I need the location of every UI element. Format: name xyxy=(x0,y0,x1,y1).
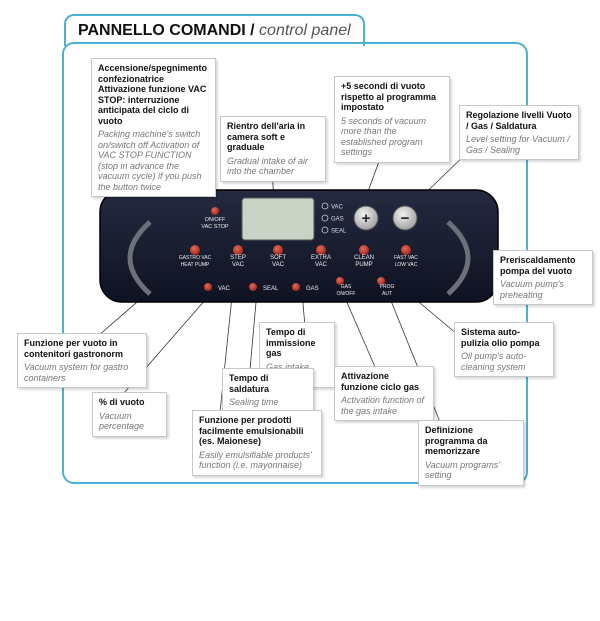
extra-vac-button[interactable]: EXTRA VAC xyxy=(311,245,331,268)
gas-button[interactable]: GAS xyxy=(292,283,319,292)
svg-text:VAC STOP: VAC STOP xyxy=(201,224,229,230)
svg-text:PUMP: PUMP xyxy=(355,262,372,268)
svg-text:GASTRO VAC: GASTRO VAC xyxy=(179,255,212,261)
callout-vacuum-percentage: % di vuoto Vacuum percentage xyxy=(92,392,167,437)
callout-soft-vac: Rientro dell'aria in camera soft e gradu… xyxy=(220,116,326,182)
svg-text:PROG: PROG xyxy=(380,284,395,290)
callout-gastronorm: Funzione per vuoto in contenitori gastro… xyxy=(17,333,147,388)
svg-text:SOFT: SOFT xyxy=(270,255,286,261)
svg-text:VAC: VAC xyxy=(315,262,328,268)
svg-text:−: − xyxy=(401,210,410,227)
callout-sealing-time: Tempo di saldatura Sealing time xyxy=(222,368,314,413)
svg-text:+: + xyxy=(362,210,371,227)
gastro-vac-button[interactable]: GASTRO VAC HEAT PUMP xyxy=(179,245,212,268)
title-italian: PANNELLO COMANDI / xyxy=(78,22,255,39)
svg-text:VAC: VAC xyxy=(218,286,231,292)
indicator-seal: SEAL xyxy=(331,229,347,235)
svg-text:AUT: AUT xyxy=(382,291,392,297)
callout-plus-five-seconds: +5 secondi di vuoto rispetto al programm… xyxy=(334,76,450,163)
step-vac-button[interactable]: STEP VAC xyxy=(230,245,246,268)
gas-onoff-button[interactable]: GAS ON/OFF xyxy=(336,277,355,297)
svg-text:GAS: GAS xyxy=(341,284,352,290)
callout-gas-activation: Attivazione funzione ciclo gas Activatio… xyxy=(334,366,434,421)
status-indicators: VAC GAS SEAL xyxy=(321,202,347,235)
minus-button[interactable]: − xyxy=(392,205,418,231)
svg-text:VAC: VAC xyxy=(272,262,285,268)
soft-vac-button[interactable]: SOFT VAC xyxy=(270,245,286,268)
callout-program-setting: Definizione programma da memorizzare Vac… xyxy=(418,420,524,486)
svg-text:EXTRA: EXTRA xyxy=(311,255,331,261)
clean-pump-button[interactable]: CLEAN PUMP xyxy=(354,245,374,268)
callout-emulsifiable: Funzione per prodotti facilmente emulsio… xyxy=(192,410,322,476)
svg-text:ON/OFF: ON/OFF xyxy=(337,291,356,297)
callout-onoff: Accensione/spegnimento confezionatrice A… xyxy=(91,58,216,197)
svg-text:GAS: GAS xyxy=(306,286,319,292)
indicator-vac: VAC xyxy=(331,205,344,211)
svg-text:FAST VAC: FAST VAC xyxy=(394,255,418,261)
callout-preheating: Preriscaldamento pompa del vuoto Vacuum … xyxy=(493,250,593,305)
header-tab: PANNELLO COMANDI / control panel xyxy=(64,14,365,46)
svg-text:CLEAN: CLEAN xyxy=(354,255,374,261)
fast-vac-button[interactable]: FAST VAC LOW VAC xyxy=(394,245,418,268)
vac-button[interactable]: VAC xyxy=(204,283,231,292)
callout-auto-cleaning: Sistema auto-pulizia olio pompa Oil pump… xyxy=(454,322,554,377)
title-english: control panel xyxy=(259,22,351,39)
svg-text:ON/OFF: ON/OFF xyxy=(205,217,226,223)
onoff-button[interactable]: ON/OFF VAC STOP xyxy=(200,206,230,232)
plus-button[interactable]: + xyxy=(353,205,379,231)
svg-text:STEP: STEP xyxy=(230,255,246,261)
seal-button[interactable]: SEAL xyxy=(249,283,279,292)
prog-aut-button[interactable]: PROG AUT xyxy=(377,277,394,297)
svg-text:HEAT PUMP: HEAT PUMP xyxy=(181,262,210,268)
svg-text:SEAL: SEAL xyxy=(263,286,279,292)
indicator-gas: GAS xyxy=(331,217,344,223)
callout-level-setting: Regolazione livelli Vuoto / Gas / Saldat… xyxy=(459,105,579,160)
svg-text:VAC: VAC xyxy=(232,262,245,268)
svg-text:LOW VAC: LOW VAC xyxy=(395,262,418,268)
lcd-display xyxy=(241,197,315,241)
